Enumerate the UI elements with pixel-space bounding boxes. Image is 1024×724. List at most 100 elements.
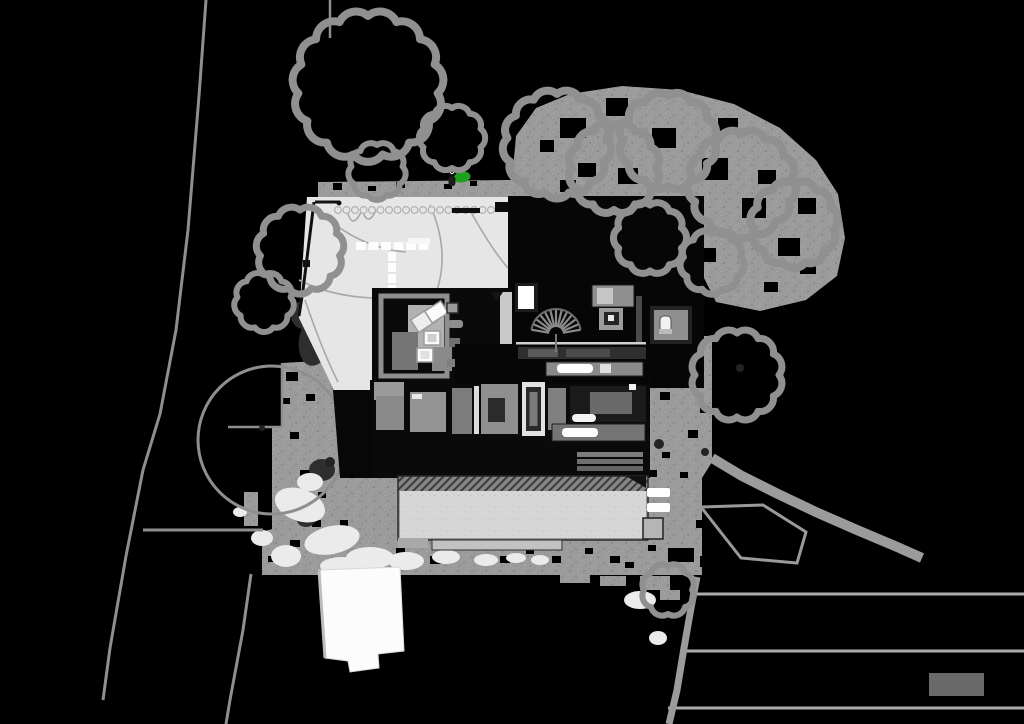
shower-drain xyxy=(608,315,614,321)
gravel-bump xyxy=(244,492,258,526)
garden-plot-outline xyxy=(697,503,808,565)
pool-right-step xyxy=(642,517,664,540)
gravel-bump xyxy=(560,575,590,583)
lounger xyxy=(647,488,670,497)
vegetation-scallop xyxy=(478,206,487,215)
room-cell xyxy=(452,388,472,434)
spiral-stair xyxy=(530,308,582,352)
tree-trunk xyxy=(736,364,744,372)
vegetation-scallop xyxy=(410,206,419,215)
terrace-patch xyxy=(374,382,404,400)
gravel-hole xyxy=(662,452,670,458)
building-layer xyxy=(297,196,704,478)
room-cell xyxy=(376,396,404,430)
island-hob xyxy=(600,364,611,373)
room-cell-tick xyxy=(412,394,422,399)
vegetation-scallop xyxy=(376,206,385,215)
toilet-tank xyxy=(659,329,672,334)
door-dot xyxy=(629,384,636,390)
gravel-hole xyxy=(648,470,657,477)
paver xyxy=(393,242,404,250)
kitchen-counter-seg xyxy=(566,349,610,357)
terrace-step xyxy=(577,466,643,471)
gravel-hole xyxy=(333,183,342,190)
path-blob xyxy=(474,554,498,566)
tree-canopy xyxy=(746,177,842,272)
room-cell-blob xyxy=(488,398,505,422)
pool-water xyxy=(400,491,646,538)
branch-arc xyxy=(304,299,339,383)
gravel-hole xyxy=(282,398,290,404)
tree-canopy xyxy=(676,227,748,298)
gravel-hole xyxy=(798,198,816,214)
stair-shaft-core xyxy=(529,392,538,426)
tree-canopy xyxy=(498,86,616,203)
tree-canopy xyxy=(639,561,697,619)
gravel-hole xyxy=(778,238,800,256)
side-cabinet xyxy=(447,359,459,367)
tree-canopy xyxy=(252,203,348,298)
vegetation-scallop xyxy=(385,206,394,215)
stair-tread xyxy=(562,328,581,334)
roof-bright-bar xyxy=(408,238,430,244)
gravel-bump xyxy=(600,576,626,586)
bath-wall-strip xyxy=(636,296,642,344)
terrace-step xyxy=(577,452,643,457)
room-cell xyxy=(548,388,566,430)
island-sink xyxy=(557,364,593,373)
gravel-hole xyxy=(652,128,676,148)
vegetation-scallop xyxy=(393,206,402,215)
tree-canopy xyxy=(565,119,663,217)
pool-bottom-step xyxy=(431,539,563,551)
gravel-bump xyxy=(640,576,670,590)
tree-canopy xyxy=(683,126,801,243)
white-structure xyxy=(318,566,405,673)
path-blob xyxy=(506,553,526,563)
person-body xyxy=(448,176,456,186)
white-structure-edge-shade xyxy=(317,569,327,659)
tree-canopy xyxy=(231,270,297,335)
gravel-hole xyxy=(585,548,593,554)
gravel-hole xyxy=(444,184,452,189)
paver xyxy=(388,263,396,272)
gravel-hole xyxy=(470,181,477,186)
stair-tread xyxy=(556,309,563,328)
side-table xyxy=(446,302,459,314)
lounger xyxy=(647,503,670,512)
vegetation-scallop xyxy=(487,206,496,215)
green-bush xyxy=(453,171,471,183)
tree-canopy xyxy=(615,88,721,194)
southwest-boundary-line xyxy=(224,573,253,724)
stair-tread xyxy=(532,323,551,333)
entry-arrow xyxy=(491,292,503,301)
gravel-hole xyxy=(648,545,656,551)
pool-coping-hatch xyxy=(398,476,648,491)
path-blob xyxy=(271,545,301,567)
tree-canopy xyxy=(345,140,409,203)
light-roof xyxy=(299,197,508,390)
stair-tread xyxy=(558,311,569,329)
roof-west-edge-wall xyxy=(297,201,316,317)
stair-outer-arc xyxy=(530,308,582,330)
room-cell-patch xyxy=(590,392,632,414)
armchair-cushion xyxy=(420,351,430,359)
kitchen-counter-seg xyxy=(528,349,558,357)
armchair-cushion xyxy=(427,334,437,342)
vegetation-scallop xyxy=(368,206,377,215)
stair-tread xyxy=(561,323,580,333)
paver xyxy=(418,242,429,250)
path-blob xyxy=(432,550,460,564)
bed-pillow xyxy=(597,288,613,304)
lower-sink xyxy=(562,428,598,437)
room-divider xyxy=(474,386,479,434)
gravel-hole xyxy=(758,170,776,184)
living-floor-patch xyxy=(392,306,406,326)
path-blob xyxy=(297,473,323,491)
vegetation-scallop xyxy=(419,206,428,215)
side-bench xyxy=(448,320,463,328)
pool-left-step xyxy=(398,538,428,548)
stair-tread xyxy=(549,309,556,328)
path-blob xyxy=(304,525,360,555)
vegetation-scallop xyxy=(444,206,453,215)
